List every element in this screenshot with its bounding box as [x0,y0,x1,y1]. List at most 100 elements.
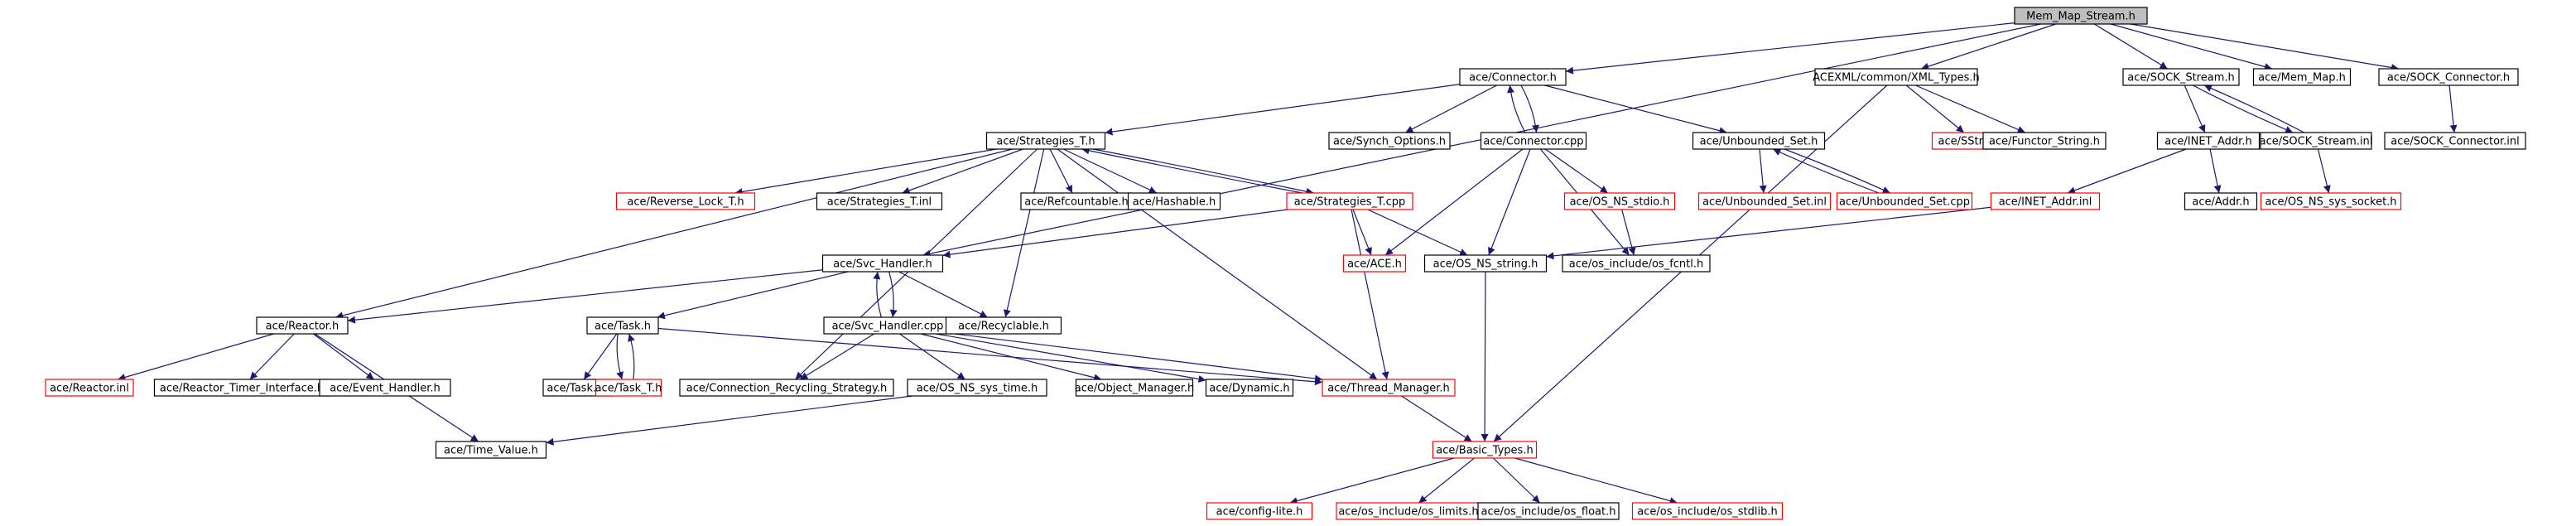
node-thread_manager_h[interactable]: ace/Thread_Manager.h [1322,379,1456,397]
node-box-task_t_h[interactable] [595,379,662,397]
node-sock_connector_h[interactable]: ace/SOCK_Connector.h [2378,68,2519,86]
node-unbounded_set_inl[interactable]: ace/Unbounded_Set.inl [1697,192,1832,210]
node-synch_options_h[interactable]: ace/Synch_Options.h [1328,132,1451,150]
node-box-os_ns_stdio_h[interactable] [1563,192,1676,210]
node-box-event_handler_h[interactable] [319,379,451,397]
node-box-mem_map_h[interactable] [2252,68,2352,86]
node-box-os_ns_string_h[interactable] [1423,254,1548,273]
node-box-connector_cpp[interactable] [1480,132,1587,150]
node-box-reverse_lock_t_h[interactable] [615,192,756,210]
node-box-strategies_t_h[interactable] [985,132,1106,150]
node-strategies_t_inl[interactable]: ace/Strategies_T.inl [816,192,943,210]
node-box-os_fcntl_h[interactable] [1562,254,1711,273]
node-box-os_ns_sys_time_h[interactable] [907,379,1047,397]
node-reactor_timer_interface_h[interactable]: ace/Reactor_Timer_Interface.h [153,379,330,397]
node-connection_recycling_strategy_h[interactable]: ace/Connection_Recycling_Strategy.h [679,379,894,397]
node-task_h[interactable]: ace/Task.h [586,316,659,335]
node-os_limits_h[interactable]: ace/os_include/os_limits.h [1336,502,1481,520]
edge-os_ns_sys_time_h-to-time_value_h [546,395,912,446]
node-label-strategies_t_cpp: ace/Strategies_T.cpp [1294,196,1406,209]
node-label-reactor_inl: ace/Reactor.inl [50,383,129,395]
node-time_value_h[interactable]: ace/Time_Value.h [435,441,547,459]
node-os_ns_sys_socket_h[interactable]: ace/OS_NS_sys_socket.h [2260,192,2402,210]
node-unbounded_set_cpp[interactable]: ace/Unbounded_Set.cpp [1836,192,1973,210]
node-ace_h[interactable]: ace/ACE.h [1342,254,1407,273]
node-sock_connector_inl[interactable]: ace/SOCK_Connector.inl [2384,132,2526,150]
node-box-object_manager_h[interactable] [1075,379,1194,397]
node-config_lite_h[interactable]: ace/config-lite.h [1206,502,1313,520]
node-box-os_float_h[interactable] [1477,502,1620,520]
node-box-addr_h[interactable] [2184,192,2258,210]
node-box-config_lite_h[interactable] [1206,502,1313,520]
node-box-svc_handler_h[interactable] [821,254,944,273]
node-unbounded_set_h[interactable]: ace/Unbounded_Set.h [1692,132,1826,150]
node-box-hashable_h[interactable] [1127,192,1221,210]
node-box-inet_addr_inl[interactable] [1990,192,2101,210]
node-box-synch_options_h[interactable] [1328,132,1451,150]
node-box-reactor_inl[interactable] [45,379,134,397]
node-svc_handler_cpp[interactable]: ace/Svc_Handler.cpp [823,316,952,335]
node-functor_string_h[interactable]: ace/Functor_String.h [1982,132,2107,150]
node-connector_h[interactable]: ace/Connector.h [1459,68,1567,86]
node-recyclable_h[interactable]: ace/Recyclable.h [945,316,1062,335]
node-task_t_h[interactable]: ace/Task_T.h [595,379,662,397]
node-os_ns_string_h[interactable]: ace/OS_NS_string.h [1423,254,1548,273]
node-box-strategies_t_inl[interactable] [816,192,943,210]
node-box-strategies_t_cpp[interactable] [1286,192,1413,210]
node-box-sock_stream_inl[interactable] [2260,132,2372,150]
node-addr_h[interactable]: ace/Addr.h [2184,192,2258,210]
node-object_manager_h[interactable]: ace/Object_Manager.h [1075,379,1195,397]
node-box-reactor_h[interactable] [256,316,349,335]
node-os_ns_sys_time_h[interactable]: ace/OS_NS_sys_time.h [907,379,1047,397]
node-hashable_h[interactable]: ace/Hashable.h [1127,192,1221,210]
node-box-sock_connector_h[interactable] [2378,68,2519,86]
node-sock_stream_h[interactable]: ace/SOCK_Stream.h [2122,68,2240,86]
edge-os_ns_stdio_h-to-os_fcntl_h [1621,209,1636,256]
node-box-task_h[interactable] [586,316,659,335]
node-box-mem_map_stream_h[interactable] [2014,7,2148,25]
node-box-basic_types_h[interactable] [1432,441,1538,459]
node-svc_handler_h[interactable]: ace/Svc_Handler.h [821,254,944,273]
node-mem_map_stream_h[interactable]: Mem_Map_Stream.h [2014,7,2148,25]
edge-svc_handler_h-to-task_h [657,271,849,320]
node-label-thread_manager_h: ace/Thread_Manager.h [1327,383,1450,395]
node-strategies_t_cpp[interactable]: ace/Strategies_T.cpp [1286,192,1413,210]
node-label-sock_stream_inl: ace/SOCK_Stream.inl [2260,136,2373,148]
node-reverse_lock_t_h[interactable]: ace/Reverse_Lock_T.h [615,192,756,210]
node-box-dynamic_h[interactable] [1205,379,1294,397]
node-os_fcntl_h[interactable]: ace/os_include/os_fcntl.h [1562,254,1711,273]
node-acexml_types_h[interactable]: ACEXML/common/XML_Types.h [1813,68,1980,86]
node-box-os_ns_sys_socket_h[interactable] [2260,192,2402,210]
node-box-acexml_types_h[interactable] [1814,68,1978,86]
node-mem_map_h[interactable]: ace/Mem_Map.h [2252,68,2352,86]
node-dynamic_h[interactable]: ace/Dynamic.h [1205,379,1294,397]
node-os_float_h[interactable]: ace/os_include/os_float.h [1477,502,1620,520]
node-box-sock_stream_h[interactable] [2122,68,2240,86]
node-refcountable_h[interactable]: ace/Refcountable.h [1020,192,1133,210]
node-basic_types_h[interactable]: ace/Basic_Types.h [1432,441,1538,459]
edge-sock_stream_inl-to-sock_stream_h [2203,84,2304,133]
node-inet_addr_inl[interactable]: ace/INET_Addr.inl [1990,192,2101,210]
node-box-time_value_h[interactable] [435,441,547,459]
node-box-functor_string_h[interactable] [1982,132,2107,150]
node-os_ns_stdio_h[interactable]: ace/OS_NS_stdio.h [1563,192,1676,210]
node-box-inet_addr_h[interactable] [2156,132,2261,150]
node-reactor_h[interactable]: ace/Reactor.h [256,316,349,335]
node-box-connector_h[interactable] [1459,68,1567,86]
node-strategies_t_h[interactable]: ace/Strategies_T.h [985,132,1106,150]
node-box-thread_manager_h[interactable] [1322,379,1456,397]
node-connector_cpp[interactable]: ace/Connector.cpp [1480,132,1587,150]
node-box-unbounded_set_inl[interactable] [1697,192,1832,210]
node-event_handler_h[interactable]: ace/Event_Handler.h [319,379,451,397]
node-box-unbounded_set_cpp[interactable] [1836,192,1973,210]
node-inet_addr_h[interactable]: ace/INET_Addr.h [2156,132,2261,150]
node-reactor_inl[interactable]: ace/Reactor.inl [45,379,134,397]
node-box-recyclable_h[interactable] [945,316,1062,335]
node-box-unbounded_set_h[interactable] [1692,132,1826,150]
node-sock_stream_inl[interactable]: ace/SOCK_Stream.inl [2260,132,2373,150]
node-box-connection_recycling_strategy_h[interactable] [679,379,894,397]
node-box-ace_h[interactable] [1342,254,1407,273]
node-os_stdlib_h[interactable]: ace/os_include/os_stdlib.h [1631,502,1784,520]
node-box-os_stdlib_h[interactable] [1631,502,1784,520]
node-box-sock_connector_inl[interactable] [2384,132,2526,150]
